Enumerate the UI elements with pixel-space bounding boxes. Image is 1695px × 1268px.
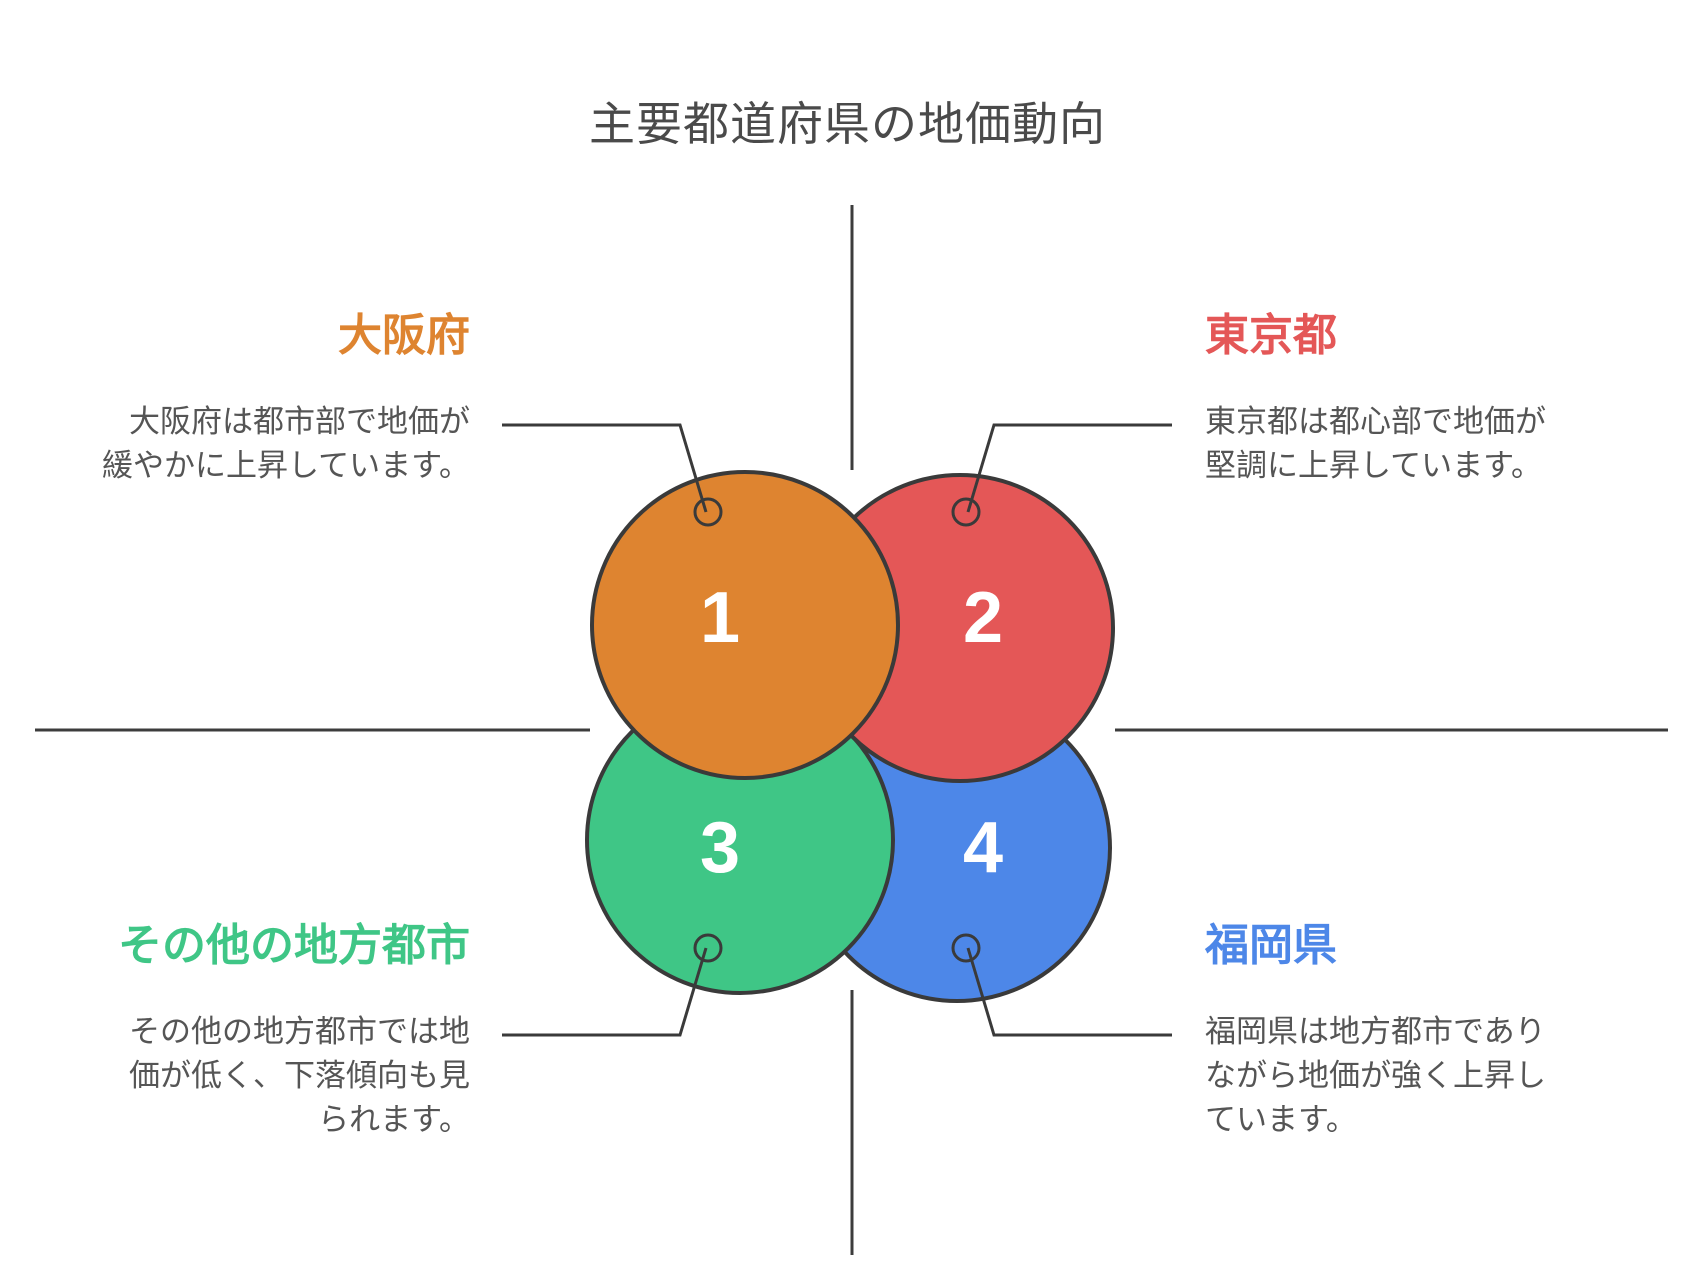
heading-osaka: 大阪府 [338, 310, 470, 361]
circle-number-2: 2 [963, 578, 1003, 658]
connector-dot-1 [693, 497, 723, 527]
diagram-title: 主要都道府県の地価動向 [589, 97, 1106, 151]
connector-dot-4 [951, 933, 981, 963]
connector-dot-2 [951, 497, 981, 527]
heading-other-cities: その他の地方都市 [118, 920, 470, 971]
circle-1 [590, 470, 900, 780]
connector-3 [502, 947, 708, 1037]
circle-number-4: 4 [963, 808, 1003, 888]
heading-tokyo: 東京都 [1205, 310, 1337, 361]
description-fukuoka: 福岡県は地方都市でありながら地価が強く上昇しています。 [1205, 1014, 1546, 1138]
connector-1 [502, 423, 708, 513]
circle-number-1: 1 [700, 578, 740, 658]
description-osaka: 大阪府は都市部で地価が緩やかに上昇しています。 [102, 404, 470, 484]
heading-fukuoka: 福岡県 [1205, 920, 1337, 971]
connector-2 [966, 423, 1172, 513]
connector-dot-3 [693, 933, 723, 963]
description-other-cities: その他の地方都市では地価が低く、下落傾向も見られます。 [129, 1014, 470, 1138]
connector-4 [966, 947, 1172, 1037]
description-tokyo: 東京都は都心部で地価が堅調に上昇しています。 [1205, 404, 1546, 484]
circle-number-3: 3 [700, 808, 740, 888]
